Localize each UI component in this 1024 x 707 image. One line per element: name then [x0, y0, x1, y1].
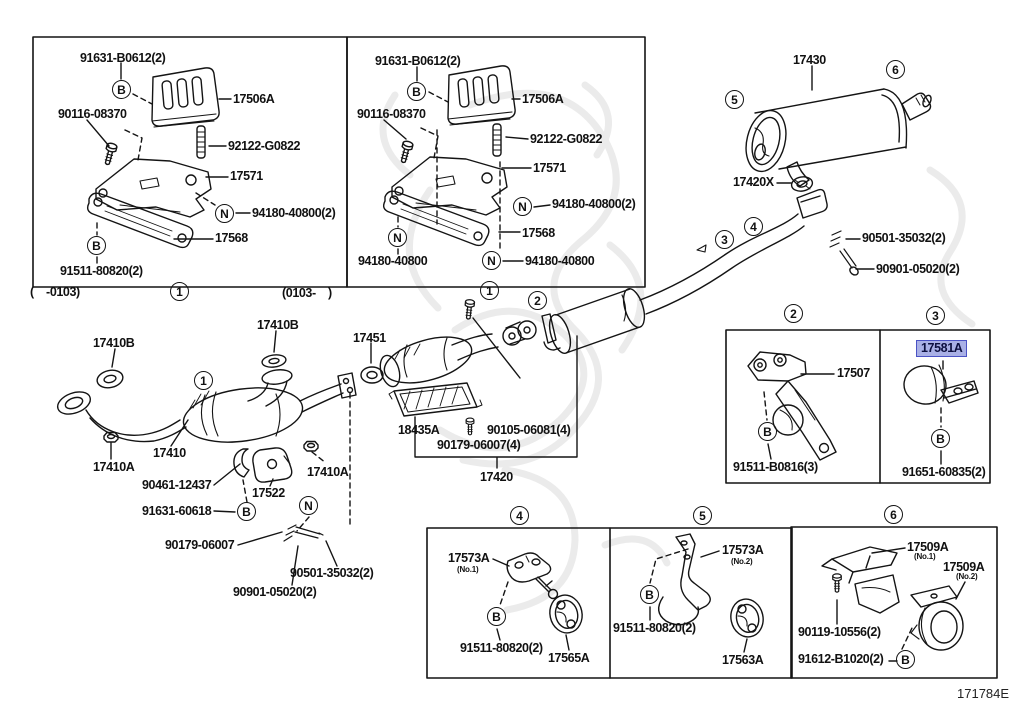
part-label-17571[interactable]: 17571	[533, 161, 566, 175]
part-sublabel-no1: (No.1)	[457, 565, 479, 574]
part-label-17430[interactable]: 17430	[793, 53, 826, 67]
part-label-91511-80820[interactable]: 91511-80820(2)	[460, 641, 543, 655]
part-label-91651-60835[interactable]: 91651-60835(2)	[902, 465, 986, 479]
part-sublabel-no2: (No.2)	[731, 557, 753, 566]
part-label-17410B[interactable]: 17410B	[93, 336, 135, 350]
variant-circle-1: 1	[194, 371, 213, 390]
part-label-94180-40800x2[interactable]: 94180-40800(2)	[552, 197, 636, 211]
part-label-90116-08370[interactable]: 90116-08370	[58, 107, 127, 121]
insulator-bracket-drawing-pre	[88, 68, 219, 248]
part-label-91631-B0612[interactable]: 91631-B0612(2)	[80, 51, 166, 65]
part-label-92122-G0822[interactable]: 92122-G0822	[530, 132, 603, 146]
hanger2-drawing	[649, 533, 768, 653]
part-label-17420X[interactable]: 17420X	[733, 175, 774, 189]
callout-n: N	[215, 204, 234, 223]
support-17507-drawing	[747, 351, 837, 461]
part-label-17506A[interactable]: 17506A	[522, 92, 564, 106]
variant-circle-5: 5	[693, 506, 712, 525]
callout-n: N	[299, 496, 318, 515]
part-label-91631-B0612[interactable]: 91631-B0612(2)	[375, 54, 461, 68]
insulator-bracket-drawing-post	[384, 66, 515, 246]
part-highlight-17581A[interactable]: 17581A	[916, 340, 968, 357]
part-label-91511-80820[interactable]: 91511-80820(2)	[60, 264, 143, 278]
callout-b: B	[896, 650, 915, 669]
variant-circle-6: 6	[886, 60, 905, 79]
heat-shield-18435A-drawing	[388, 335, 578, 469]
part-label-91612-B1020[interactable]: 91612-B1020(2)	[798, 652, 884, 666]
hanger3-drawing	[821, 546, 966, 662]
part-label-91631-60618[interactable]: 91631-60618	[142, 504, 212, 518]
center-pipe-drawing	[379, 176, 828, 388]
part-label-94180-40800x2[interactable]: 94180-40800(2)	[252, 206, 336, 220]
variant-circle-4: 4	[744, 217, 763, 236]
part-label-17573A[interactable]: 17573A	[722, 543, 764, 557]
part-label-90901-05020[interactable]: 90901-05020(2)	[233, 585, 317, 599]
variant-circle-1: 1	[480, 281, 499, 300]
part-label-90119-10556[interactable]: 90119-10556(2)	[798, 625, 881, 639]
part-sublabel-no1: (No.1)	[914, 552, 936, 561]
panel-frames	[32, 36, 998, 679]
callout-b: B	[758, 422, 777, 441]
part-label-17522[interactable]: 17522	[252, 486, 285, 500]
variant-circle-2: 2	[784, 304, 803, 323]
callout-b: B	[87, 236, 106, 255]
muffler-drawing	[745, 88, 932, 276]
variant-circle-3: 3	[926, 306, 945, 325]
callout-n: N	[482, 251, 501, 270]
part-label-90179-06007x4[interactable]: 90179-06007(4)	[437, 438, 521, 452]
part-label-17410B[interactable]: 17410B	[257, 318, 299, 332]
callout-b: B	[931, 429, 950, 448]
part-label-90116-08370[interactable]: 90116-08370	[357, 107, 426, 121]
part-label-17568[interactable]: 17568	[522, 226, 555, 240]
diagram-ref-code: 171784E	[957, 686, 1010, 701]
caption-pre-0103: ( -0103)	[30, 285, 80, 299]
part-label-90105-06081[interactable]: 90105-06081(4)	[487, 423, 571, 437]
variant-circle-1: 1	[170, 282, 189, 301]
variant-circle-4: 4	[510, 506, 529, 525]
callout-n: N	[513, 197, 532, 216]
variant-circle-5: 5	[725, 90, 744, 109]
watermark-ornament	[379, 81, 976, 614]
part-label-17565A[interactable]: 17565A	[548, 651, 590, 665]
part-label-90461-12437[interactable]: 90461-12437	[142, 478, 212, 492]
variant-circle-6: 6	[884, 505, 903, 524]
part-label-17410[interactable]: 17410	[153, 446, 186, 460]
part-label-17571[interactable]: 17571	[230, 169, 263, 183]
part-label-17573A[interactable]: 17573A	[448, 551, 490, 565]
part-label-18435A[interactable]: 18435A	[398, 423, 440, 437]
callout-b: B	[237, 502, 256, 521]
part-sublabel-no2: (No.2)	[956, 572, 978, 581]
part-label-90901-05020[interactable]: 90901-05020(2)	[876, 262, 960, 276]
part-label-17563A[interactable]: 17563A	[722, 653, 764, 667]
support-17581A-drawing	[903, 360, 979, 465]
part-label-90501-35032[interactable]: 90501-35032(2)	[290, 566, 374, 580]
part-label-17451[interactable]: 17451	[353, 331, 386, 345]
part-label-94180-40800[interactable]: 94180-40800	[358, 254, 428, 268]
part-label-17568[interactable]: 17568	[215, 231, 248, 245]
part-label-17509A[interactable]: 17509A	[907, 540, 949, 554]
variant-circle-2: 2	[528, 291, 547, 310]
callout-b: B	[640, 585, 659, 604]
part-label-90501-35032[interactable]: 90501-35032(2)	[862, 231, 946, 245]
part-label-17506A[interactable]: 17506A	[233, 92, 275, 106]
part-label-17507[interactable]: 17507	[837, 366, 870, 380]
hanger1-drawing	[492, 552, 587, 651]
part-label-17420[interactable]: 17420	[480, 470, 513, 484]
part-label-17410A[interactable]: 17410A	[93, 460, 135, 474]
callout-n: N	[388, 228, 407, 247]
variant-circle-3: 3	[715, 230, 734, 249]
part-label-17410A[interactable]: 17410A	[307, 465, 349, 479]
part-label-92122-G0822[interactable]: 92122-G0822	[228, 139, 301, 153]
front-pipe-drawing	[56, 354, 384, 542]
part-label-91511-80820[interactable]: 91511-80820(2)	[613, 621, 696, 635]
part-label-94180-40800[interactable]: 94180-40800	[525, 254, 595, 268]
callout-b: B	[112, 80, 131, 99]
callout-b: B	[487, 607, 506, 626]
caption-0103-on: (0103- )	[282, 286, 332, 300]
callout-b: B	[407, 82, 426, 101]
part-label-17509A[interactable]: 17509A	[943, 560, 985, 574]
part-label-91511-B0816[interactable]: 91511-B0816(3)	[733, 460, 818, 474]
part-label-90179-06007[interactable]: 90179-06007	[165, 538, 235, 552]
